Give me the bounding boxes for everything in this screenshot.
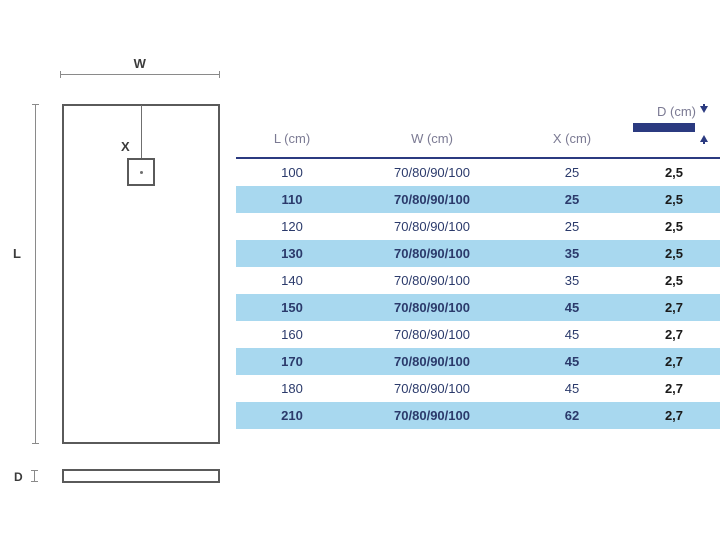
cell-width: 70/80/90/100 [348,240,516,267]
table-row: 120 70/80/90/100 25 2,5 [236,213,720,240]
thickness-arrow-down-icon [700,106,708,113]
cell-width: 70/80/90/100 [348,348,516,375]
cell-length: 100 [281,165,303,180]
specification-table: L (cm) W (cm) X (cm) D (cm) [236,104,720,429]
cell-depth: 2,5 [628,186,720,213]
drain-offset-label: X [121,139,130,154]
table-row: 160 70/80/90/100 45 2,7 [236,321,720,348]
thickness-bar-icon [633,123,695,132]
width-dimension-icon [60,71,220,78]
cell-drain-offset: 35 [564,273,580,288]
cell-depth: 2,7 [664,327,684,342]
header-drain-offset: X (cm) [516,104,628,158]
cell-width: 70/80/90/100 [394,219,470,234]
drain-center-point-icon [140,171,143,174]
cell-length: 180 [281,381,303,396]
cell-width: 70/80/90/100 [394,327,470,342]
cell-drain-offset: 45 [564,381,580,396]
cell-width: 70/80/90/100 [348,294,516,321]
cell-drain-offset: 62 [516,402,628,429]
cell-drain-offset: 25 [516,186,628,213]
depth-dimension-icon [31,470,38,482]
cell-length: 140 [281,273,303,288]
length-label: L [13,246,22,261]
cell-depth: 2,7 [628,294,720,321]
cell-depth: 2,5 [664,219,684,234]
tray-side-view [62,469,220,483]
cell-length: 210 [236,402,348,429]
cell-depth: 2,5 [664,273,684,288]
header-width: W (cm) [348,104,516,158]
cell-depth: 2,5 [628,240,720,267]
cell-length: 120 [281,219,303,234]
cell-drain-offset: 45 [516,348,628,375]
table-row: 180 70/80/90/100 45 2,7 [236,375,720,402]
cell-length: 130 [236,240,348,267]
cell-drain-offset: 45 [516,294,628,321]
header-depth-label: D (cm) [657,104,696,119]
cell-drain-offset: 45 [564,327,580,342]
depth-label: D [14,470,23,484]
cell-length: 110 [236,186,348,213]
cell-depth: 2,7 [664,381,684,396]
length-dimension-icon [32,104,39,444]
header-depth: D (cm) [628,104,720,158]
cell-depth: 2,5 [664,165,684,180]
width-label: W [133,56,147,71]
drain-leader-line-icon [141,105,142,173]
cell-length: 160 [281,327,303,342]
table-row: 140 70/80/90/100 35 2,5 [236,267,720,294]
thickness-arrow-stem-bottom-icon [703,139,705,144]
cell-depth: 2,7 [628,402,720,429]
cell-length: 150 [236,294,348,321]
cell-width: 70/80/90/100 [348,186,516,213]
cell-drain-offset: 25 [564,219,580,234]
cell-depth: 2,7 [628,348,720,375]
cell-width: 70/80/90/100 [348,402,516,429]
cell-length: 170 [236,348,348,375]
cell-drain-offset: 35 [516,240,628,267]
thickness-arrow-up-icon [700,135,708,142]
product-diagram: W L X D [0,0,236,540]
cell-width: 70/80/90/100 [394,165,470,180]
cell-drain-offset: 25 [564,165,580,180]
table-row: 100 70/80/90/100 25 2,5 [236,158,720,186]
cell-width: 70/80/90/100 [394,273,470,288]
table-header-row: L (cm) W (cm) X (cm) D (cm) [236,104,720,158]
header-length: L (cm) [236,104,348,158]
cell-width: 70/80/90/100 [394,381,470,396]
